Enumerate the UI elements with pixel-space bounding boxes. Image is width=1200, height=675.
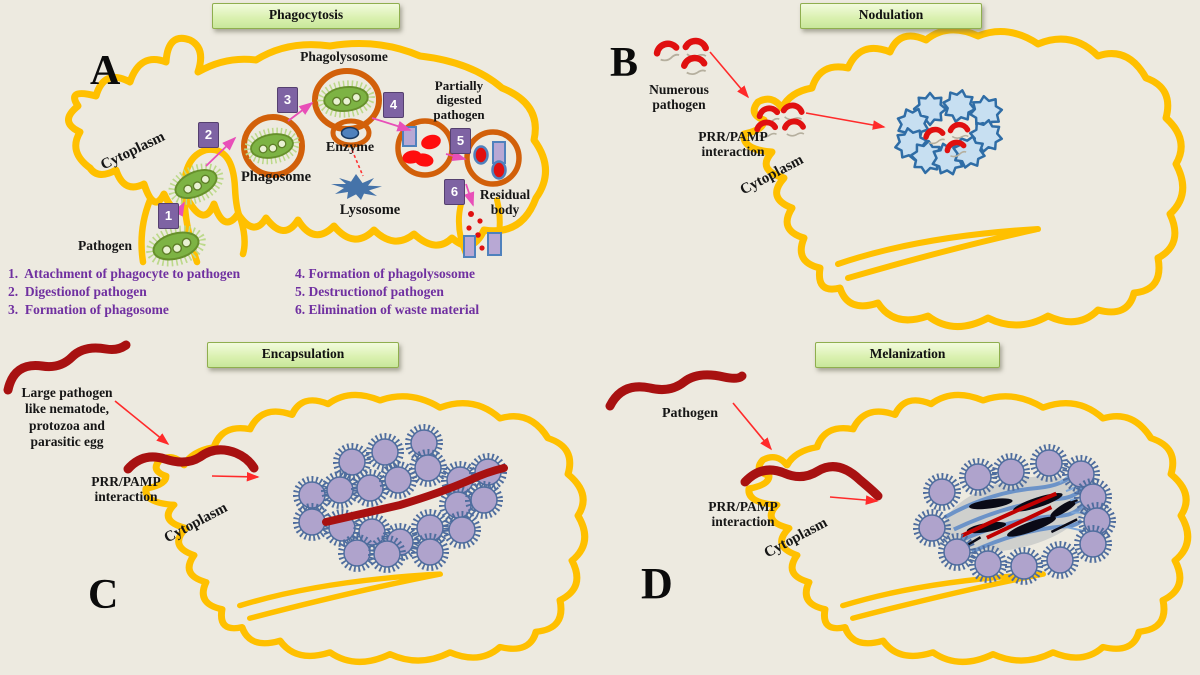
panel-c-title: Encapsulation [207, 342, 399, 368]
enzyme-icon [340, 126, 360, 140]
pathogen-worm-icon [605, 370, 747, 411]
residual-body-label: Residual body [479, 187, 531, 217]
partially-digested-label: Partially digested pathogen [433, 78, 485, 122]
step-box-1: 1 [158, 203, 179, 229]
legend-item-2: 2. Digestionof pathogen [8, 284, 147, 299]
legend-item-4: 4. Formation of phagolysosome [295, 266, 475, 281]
panel-a-letter: A [90, 48, 121, 94]
nematode-worm-icon [123, 445, 259, 474]
entry-arrow [709, 51, 750, 99]
panel-d-title: Melanization [815, 342, 1000, 368]
panel-c-letter: C [88, 572, 119, 618]
encapsulated-worm-icon [322, 464, 508, 526]
legend-item-1: 1. Attachment of phagocyte to pathogen [8, 266, 241, 281]
step-box-5: 5 [450, 128, 471, 154]
prr-pamp-label-b: PRR/PAMP interaction [698, 129, 768, 159]
crescent-pathogen-icon [783, 104, 804, 121]
nematode-worm-icon [3, 340, 131, 395]
enzyme-label: Enzyme [325, 140, 375, 155]
panel-a-title: Phagocytosis [212, 3, 400, 29]
crescent-pathogen-icon [785, 121, 804, 135]
phagosome-bacterium-icon [245, 127, 299, 165]
melanization-arrow [829, 495, 879, 505]
enzyme-vesicle-ring [330, 118, 372, 148]
pathogen-worm-icon [740, 462, 883, 501]
legend-item-3: 3. Formation of phagosome [8, 302, 169, 317]
panel-b-art [655, 30, 1182, 327]
legend-item-5: 5. Destructionof pathogen [295, 284, 444, 299]
cell-membrane-b [744, 30, 1183, 327]
residual-waste-trail [463, 211, 502, 258]
membrane-entry-pocket [180, 146, 248, 266]
panel-d-art [605, 370, 1188, 662]
entry-arrow [732, 402, 773, 451]
pathogen-label-d: Pathogen [662, 406, 718, 421]
lysosome-icon [331, 174, 382, 200]
panel-b-letter: B [610, 40, 639, 86]
panel-c-art [3, 340, 585, 662]
attached-bacterium-icon [166, 160, 225, 209]
enzyme-lysosome-link [351, 149, 364, 177]
large-pathogen-label: Large pathogen like nematode, protozoa a… [21, 385, 113, 450]
hemocyte-capsule [296, 427, 508, 570]
crescent-pathogen-icon [684, 57, 706, 74]
prr-pamp-label-c: PRR/PAMP interaction [91, 474, 161, 504]
phagosome-label: Phagosome [240, 169, 312, 185]
step-box-3: 3 [277, 87, 298, 113]
step-box-4: 4 [383, 92, 404, 118]
melanized-nodule [916, 447, 1113, 582]
panel-b-title: Nodulation [800, 3, 982, 29]
panel-d-letter: D [641, 559, 673, 608]
entry-arrow [114, 400, 170, 446]
crescent-pathogen-icon [655, 42, 679, 63]
legend-item-6: 6. Elimination of waste material [295, 302, 480, 317]
membrane-entry-wall [138, 196, 154, 266]
cell-membrane-a [65, 34, 549, 249]
nodulation-arrow [805, 112, 886, 130]
step-box-6: 6 [444, 179, 465, 205]
phagolysosome-bacterium-icon [319, 81, 373, 117]
prr-pamp-label-d: PRR/PAMP interaction [708, 499, 778, 529]
lysosome-label: Lysosome [339, 202, 401, 218]
destruction-vesicle [464, 129, 522, 187]
phagosome-ring [241, 114, 305, 178]
pathogen-label-a: Pathogen [78, 238, 132, 253]
numerous-pathogen-label: Numerous pathogen [649, 82, 709, 112]
encapsulation-arrow [211, 471, 260, 482]
nodule-cluster [890, 85, 1006, 181]
phagolysosome-label: Phagolysosome [300, 49, 388, 64]
trapped-crescent-icon [951, 125, 969, 139]
step-box-2: 2 [198, 122, 219, 148]
